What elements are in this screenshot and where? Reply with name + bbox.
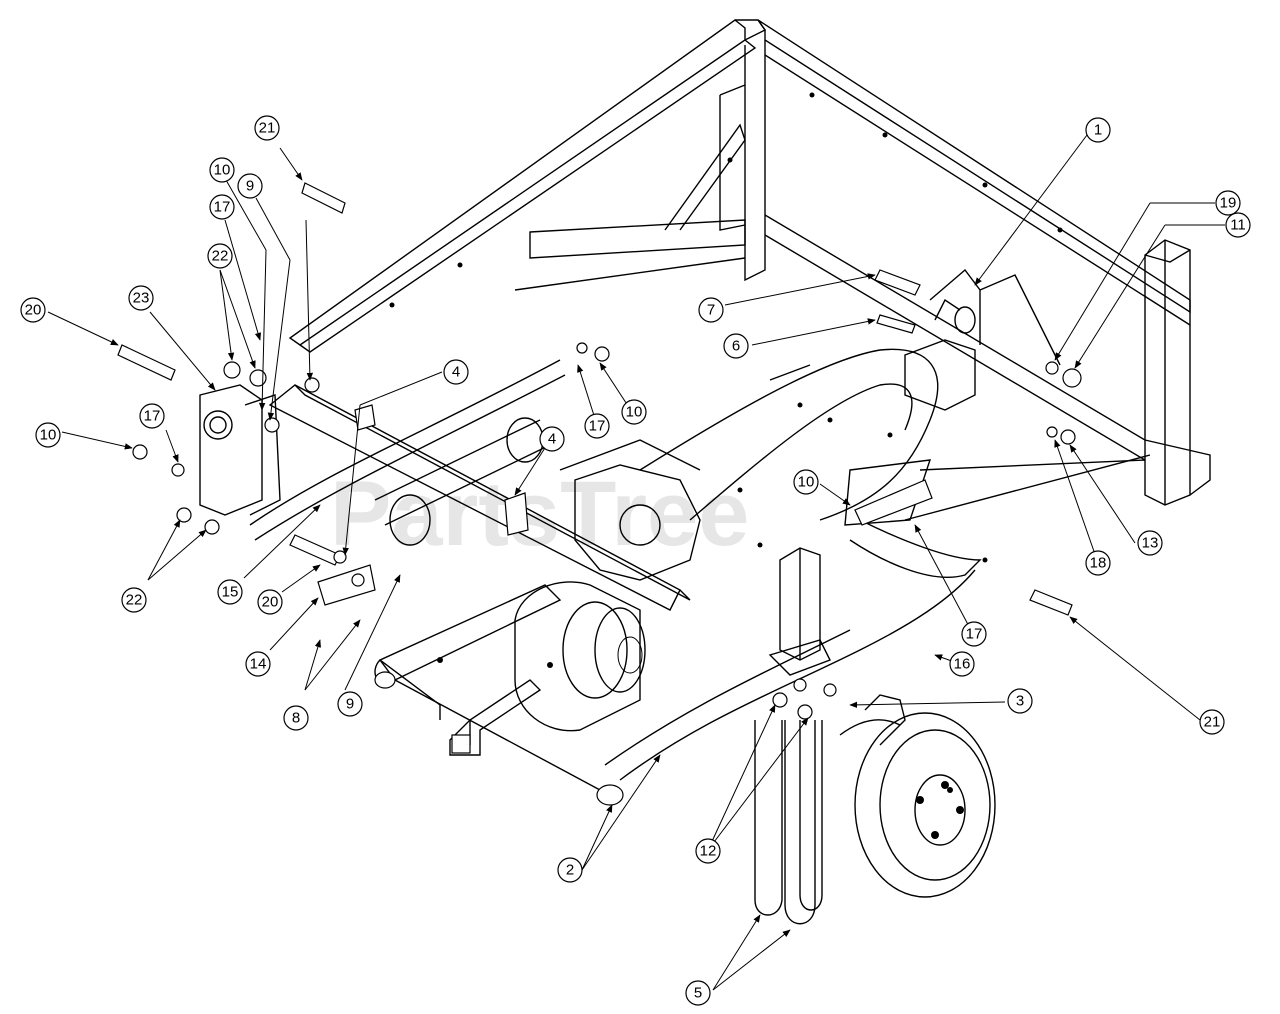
callout-label: 3 <box>1016 693 1024 710</box>
callout-label: 4 <box>452 364 460 381</box>
callout-22-bottom[interactable]: 22 <box>121 587 147 613</box>
callout-15[interactable]: 15 <box>217 579 243 605</box>
callout-18[interactable]: 18 <box>1085 550 1111 576</box>
callout-label: 14 <box>250 656 267 673</box>
callout-label: 10 <box>214 162 231 179</box>
callout-20-bottom[interactable]: 20 <box>257 589 283 615</box>
leader-lines <box>47 134 1225 991</box>
callout-21-bottom[interactable]: 21 <box>1199 709 1225 735</box>
callout-label: 6 <box>732 338 740 355</box>
callout-label: 20 <box>25 302 42 319</box>
callout-10-left[interactable]: 10 <box>35 422 61 448</box>
watermark-text: PartsTree <box>330 463 749 565</box>
callout-5[interactable]: 5 <box>685 980 711 1006</box>
callout-label: 10 <box>40 427 57 444</box>
callout-label: 17 <box>589 418 606 435</box>
callout-label: 15 <box>222 584 239 601</box>
callout-label: 22 <box>212 248 229 265</box>
callout-label: 4 <box>548 431 556 448</box>
callout-17-center[interactable]: 17 <box>584 413 610 439</box>
callout-label: 21 <box>1204 714 1221 731</box>
callout-label: 12 <box>700 843 717 860</box>
callout-17-top[interactable]: 17 <box>209 194 235 220</box>
callout-label: 9 <box>246 178 254 195</box>
callout-9-bottom[interactable]: 9 <box>337 691 363 717</box>
callout-label: 5 <box>694 985 702 1002</box>
callout-label: 20 <box>262 594 279 611</box>
callout-7[interactable]: 7 <box>698 297 724 323</box>
callout-label: 23 <box>133 290 150 307</box>
frame-drawing <box>117 19 1211 925</box>
callout-10-top-left[interactable]: 10 <box>209 157 235 183</box>
callout-label: 11 <box>1230 217 1246 234</box>
callout-label: 9 <box>346 696 354 713</box>
callout-1[interactable]: 1 <box>1085 117 1111 143</box>
callout-2[interactable]: 2 <box>557 857 583 883</box>
callout-14[interactable]: 14 <box>245 651 271 677</box>
callout-label: 16 <box>954 656 971 673</box>
callout-22-top[interactable]: 22 <box>207 243 233 269</box>
callout-label: 10 <box>626 404 643 421</box>
callout-8[interactable]: 8 <box>283 705 309 731</box>
callout-3[interactable]: 3 <box>1007 688 1033 714</box>
callout-label: 17 <box>214 199 231 216</box>
callout-17-right[interactable]: 17 <box>961 621 987 647</box>
callout-label: 18 <box>1090 555 1107 572</box>
callout-label: 17 <box>144 408 161 425</box>
callout-11[interactable]: 11 <box>1225 212 1251 238</box>
callout-6[interactable]: 6 <box>723 333 749 359</box>
callout-10-right[interactable]: 10 <box>793 469 819 495</box>
callout-label: 13 <box>1142 535 1159 552</box>
callout-label: 7 <box>707 302 715 319</box>
callout-23[interactable]: 23 <box>128 285 154 311</box>
callout-4-center[interactable]: 4 <box>539 426 565 452</box>
callout-10-center[interactable]: 10 <box>621 399 647 425</box>
callout-label: 22 <box>126 592 143 609</box>
callout-4-top[interactable]: 4 <box>443 359 469 385</box>
callout-19[interactable]: 19 <box>1215 190 1241 216</box>
callout-20-left[interactable]: 20 <box>20 297 46 323</box>
callout-label: 10 <box>798 474 815 491</box>
callout-label: 19 <box>1220 195 1237 212</box>
callout-16[interactable]: 16 <box>949 651 975 677</box>
callout-label: 1 <box>1094 122 1102 139</box>
callout-13[interactable]: 13 <box>1137 530 1163 556</box>
callout-label: 8 <box>292 710 300 727</box>
callout-21-top[interactable]: 21 <box>254 115 280 141</box>
callout-label: 21 <box>259 120 276 137</box>
callout-12[interactable]: 12 <box>695 838 721 864</box>
callout-17-left[interactable]: 17 <box>139 403 165 429</box>
callout-9-top[interactable]: 9 <box>237 173 263 199</box>
callout-label: 17 <box>966 626 983 643</box>
callout-label: 2 <box>566 862 574 879</box>
